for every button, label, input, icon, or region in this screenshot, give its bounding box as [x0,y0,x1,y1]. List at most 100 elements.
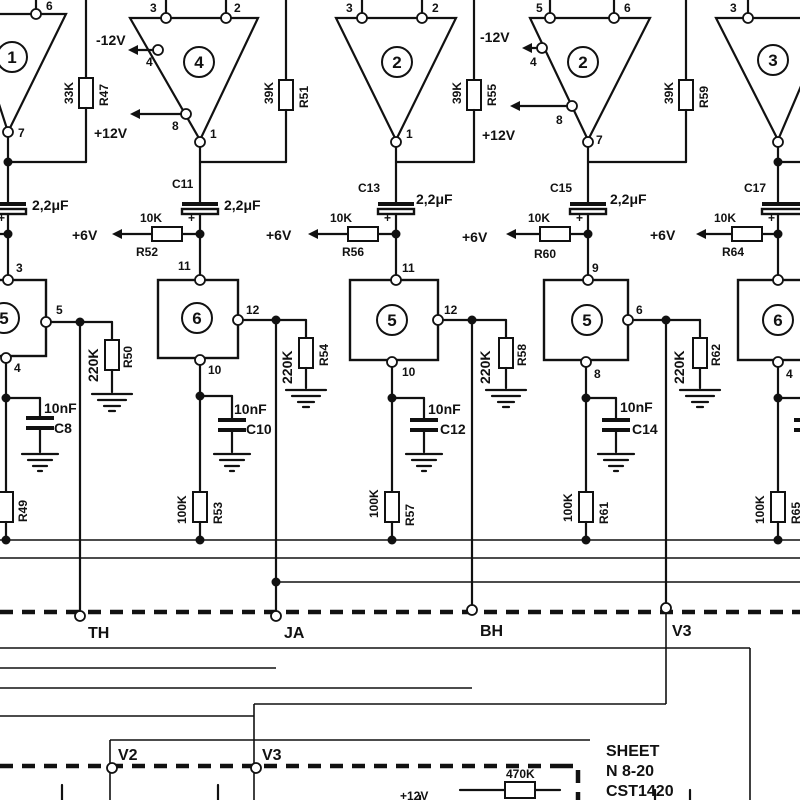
opamp-4-number: 4 [194,53,204,72]
r54-value: 220K [279,351,295,384]
c8-ref: C8 [54,420,72,436]
r56-ref: R56 [342,245,364,259]
opamp-2-body [334,16,458,143]
svg-text:6: 6 [636,303,643,317]
svg-text:5: 5 [536,1,543,15]
cap-stage1-value: 2,2μF [32,197,69,213]
svg-text:8: 8 [172,119,179,133]
svg-text:10: 10 [208,363,222,377]
c14-ref: C14 [632,421,658,437]
svg-text:+6V: +6V [266,227,292,243]
arrow-left-icon [128,45,138,55]
r59-value: 39K [662,82,676,104]
c15-value: 2,2μF [610,191,647,207]
r61-ref: R61 [597,502,611,524]
r47-ref: R47 [97,84,111,106]
bus-node-ja [270,610,282,622]
bus-node-v3-lower [250,762,262,774]
r64-value: 10K [714,211,736,225]
svg-text:12: 12 [444,303,458,317]
svg-text:+: + [0,211,5,225]
arrow-left-icon [130,109,140,119]
opamp-1-pin-out [2,126,14,138]
supply-pos-label: +12V [94,125,128,141]
stage-4: 5 6 2 -12V 4 8 7 39K R59 C15 + 2,2μF +6V… [462,0,723,606]
opamp-1-number: 1 [7,48,16,67]
supply-neg-label: -12V [480,29,510,45]
bus-node-th [74,610,86,622]
c12-value: 10nF [428,401,461,417]
c17-ref: C17 [744,181,766,195]
resistor-r50 [104,339,120,371]
r60-ref: R60 [534,247,556,261]
opamp-2b-number: 2 [578,53,587,72]
r50-value: 220K [85,349,101,382]
r52-value: 10K [140,211,162,225]
ground-icon [90,392,134,413]
svg-text:4: 4 [146,55,153,69]
r53-value: 100K [175,495,189,524]
svg-text:12: 12 [246,303,260,317]
resistor-r47 [78,77,94,109]
r59-ref: R59 [697,86,711,108]
svg-text:+: + [576,211,583,225]
sheet-note-line-1: SHEET [606,743,660,760]
arrow-left-icon [696,229,706,239]
r55-ref: R55 [485,84,499,106]
resistor-r65 [770,491,786,523]
resistor-r53 [192,491,208,523]
capacitor-c17 [760,207,800,216]
r58-value: 220K [477,351,493,384]
ground-icon [284,388,328,409]
r51-value: 39K [262,82,276,104]
bus-label-th: TH [88,625,109,642]
svg-text:4: 4 [786,367,793,381]
opamp-4-body [128,16,260,143]
resistor-r57 [384,491,400,523]
bus-label-v3: V3 [672,623,692,640]
resistor-r61 [578,491,594,523]
ground-icon [20,452,60,473]
svg-text:11: 11 [178,259,191,273]
r57-ref: R57 [403,504,417,526]
block-stage3-number: 5 [387,311,396,330]
bus-label-ja: JA [284,625,305,642]
stage-1: 6 1 7 33K R47 + 2,2μF 3 5 5 4 [0,0,135,614]
r58-ref: R58 [515,344,529,366]
resistor-r64 [731,226,763,242]
bus-node-v3 [660,602,672,614]
resistor-470k [504,781,536,799]
r55-value: 39K [450,82,464,104]
resistor-r58 [498,337,514,369]
r51-ref: R51 [297,86,311,108]
resistor-r59 [678,79,694,111]
r62-value: 220K [671,351,687,384]
block-stage2-number: 6 [192,309,201,328]
opamp-1-number-circle [0,41,28,73]
arrow-left-icon [506,229,516,239]
opamp-1-pin-in-a-label: 6 [46,0,53,13]
r56-value: 10K [330,211,352,225]
resistor-r51 [278,79,294,111]
opamp-1-pin-in-a [30,8,42,20]
block-stage1-pin-in: 3 [16,261,23,275]
arrow-left-icon [510,101,520,111]
block-stage1-pin-out: 5 [56,303,63,317]
c14-value: 10nF [620,399,653,415]
bus-labels: TH JA BH V3 V2 V3 470K +12V [74,602,692,800]
r54-ref: R54 [317,344,331,366]
svg-text:9: 9 [592,261,599,275]
svg-text:+: + [384,211,391,225]
r65-value: 100K [753,495,767,524]
svg-text:8: 8 [594,367,601,381]
c12-ref: C12 [440,421,466,437]
svg-text:8: 8 [556,113,563,127]
svg-text:3: 3 [730,1,737,15]
bus-label-v2: V2 [118,747,138,764]
svg-text:+: + [768,211,775,225]
r65-ref: R65 [789,502,800,524]
resistor-r60 [539,226,571,242]
supply-pos-label: +12V [482,127,516,143]
opamp-2b-body [528,16,652,143]
bus-label-v3-lower: V3 [262,747,282,764]
